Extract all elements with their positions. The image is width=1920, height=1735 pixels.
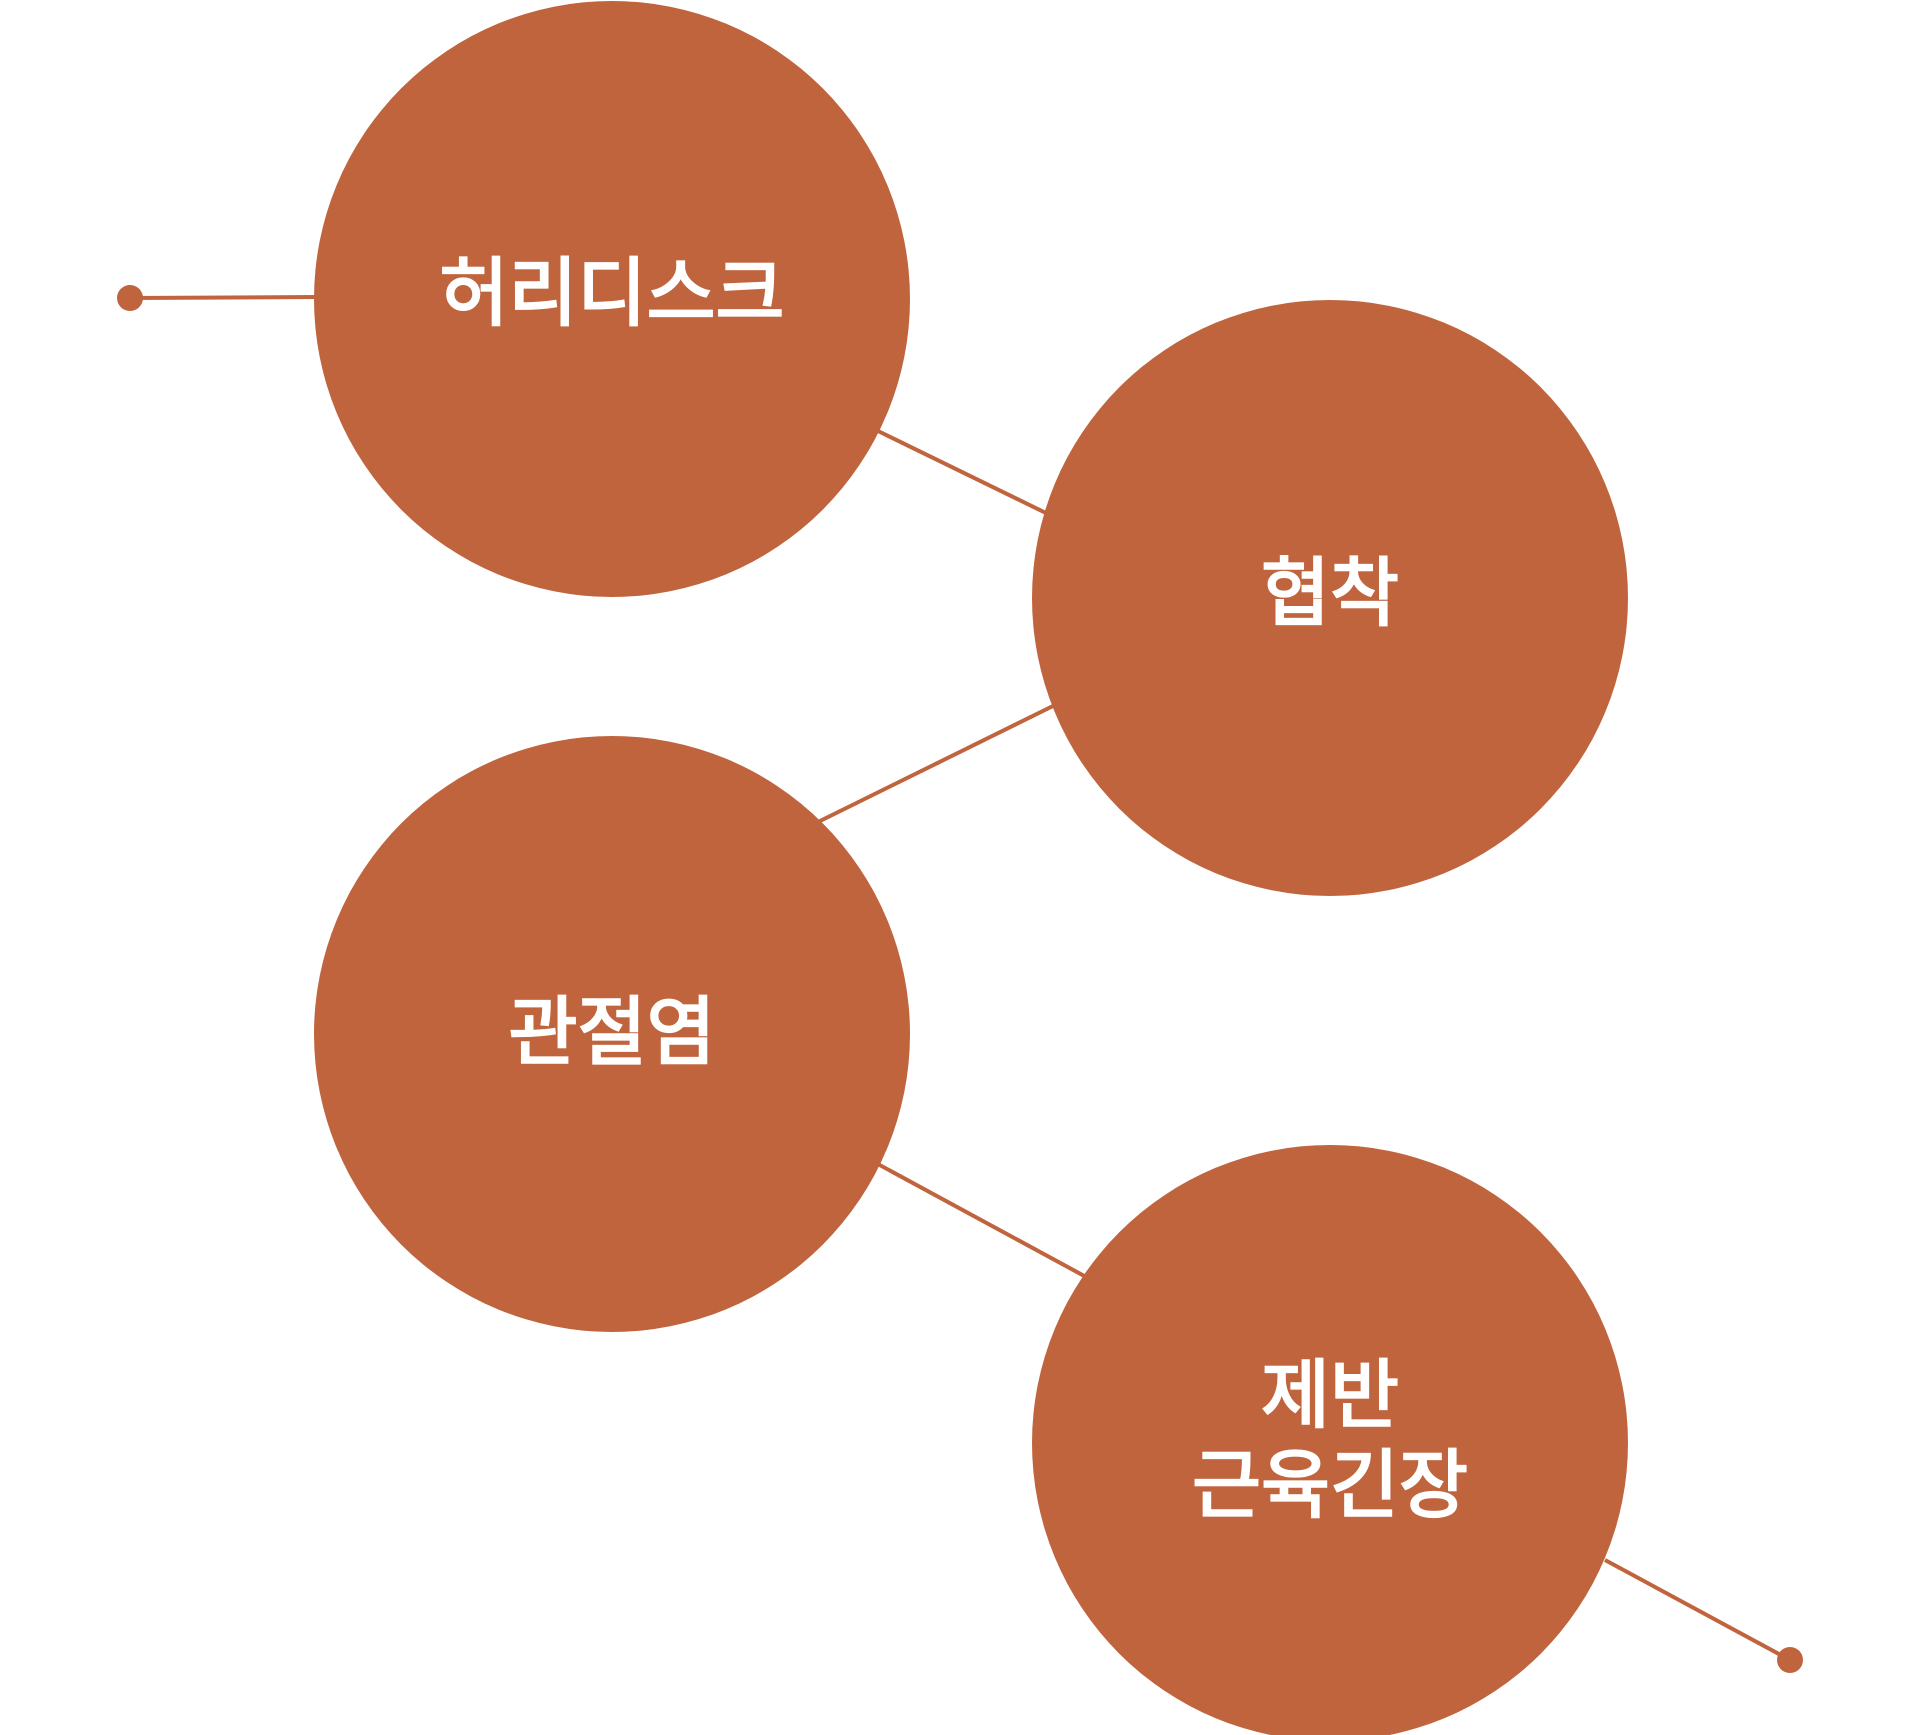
connector-2-3 bbox=[817, 703, 1056, 824]
node-circle-3 bbox=[314, 736, 910, 1332]
node-4-text-line-1: 제반 bbox=[1260, 1351, 1399, 1439]
node-label-2: 협착 bbox=[1070, 548, 1590, 638]
node-label-4: 제반 근육긴장 bbox=[1070, 1350, 1590, 1530]
node-3-text: 관절염 bbox=[508, 988, 716, 1076]
connector-1-2 bbox=[875, 428, 1051, 517]
node-circle-1 bbox=[314, 1, 910, 597]
node-label-3: 관절염 bbox=[352, 987, 872, 1077]
node-circle-2 bbox=[1032, 300, 1628, 896]
end-dot bbox=[1777, 1647, 1803, 1673]
node-2-text: 협착 bbox=[1260, 549, 1399, 637]
connector-start bbox=[129, 295, 319, 300]
node-1-text: 허리디스크 bbox=[439, 249, 785, 337]
start-dot bbox=[117, 285, 143, 311]
node-circle-4 bbox=[1032, 1145, 1628, 1735]
connector-end bbox=[1604, 1558, 1791, 1662]
node-4-text-line-2: 근육긴장 bbox=[1191, 1441, 1468, 1529]
connector-3-4 bbox=[875, 1161, 1089, 1280]
node-label-1: 허리디스크 bbox=[352, 248, 872, 338]
